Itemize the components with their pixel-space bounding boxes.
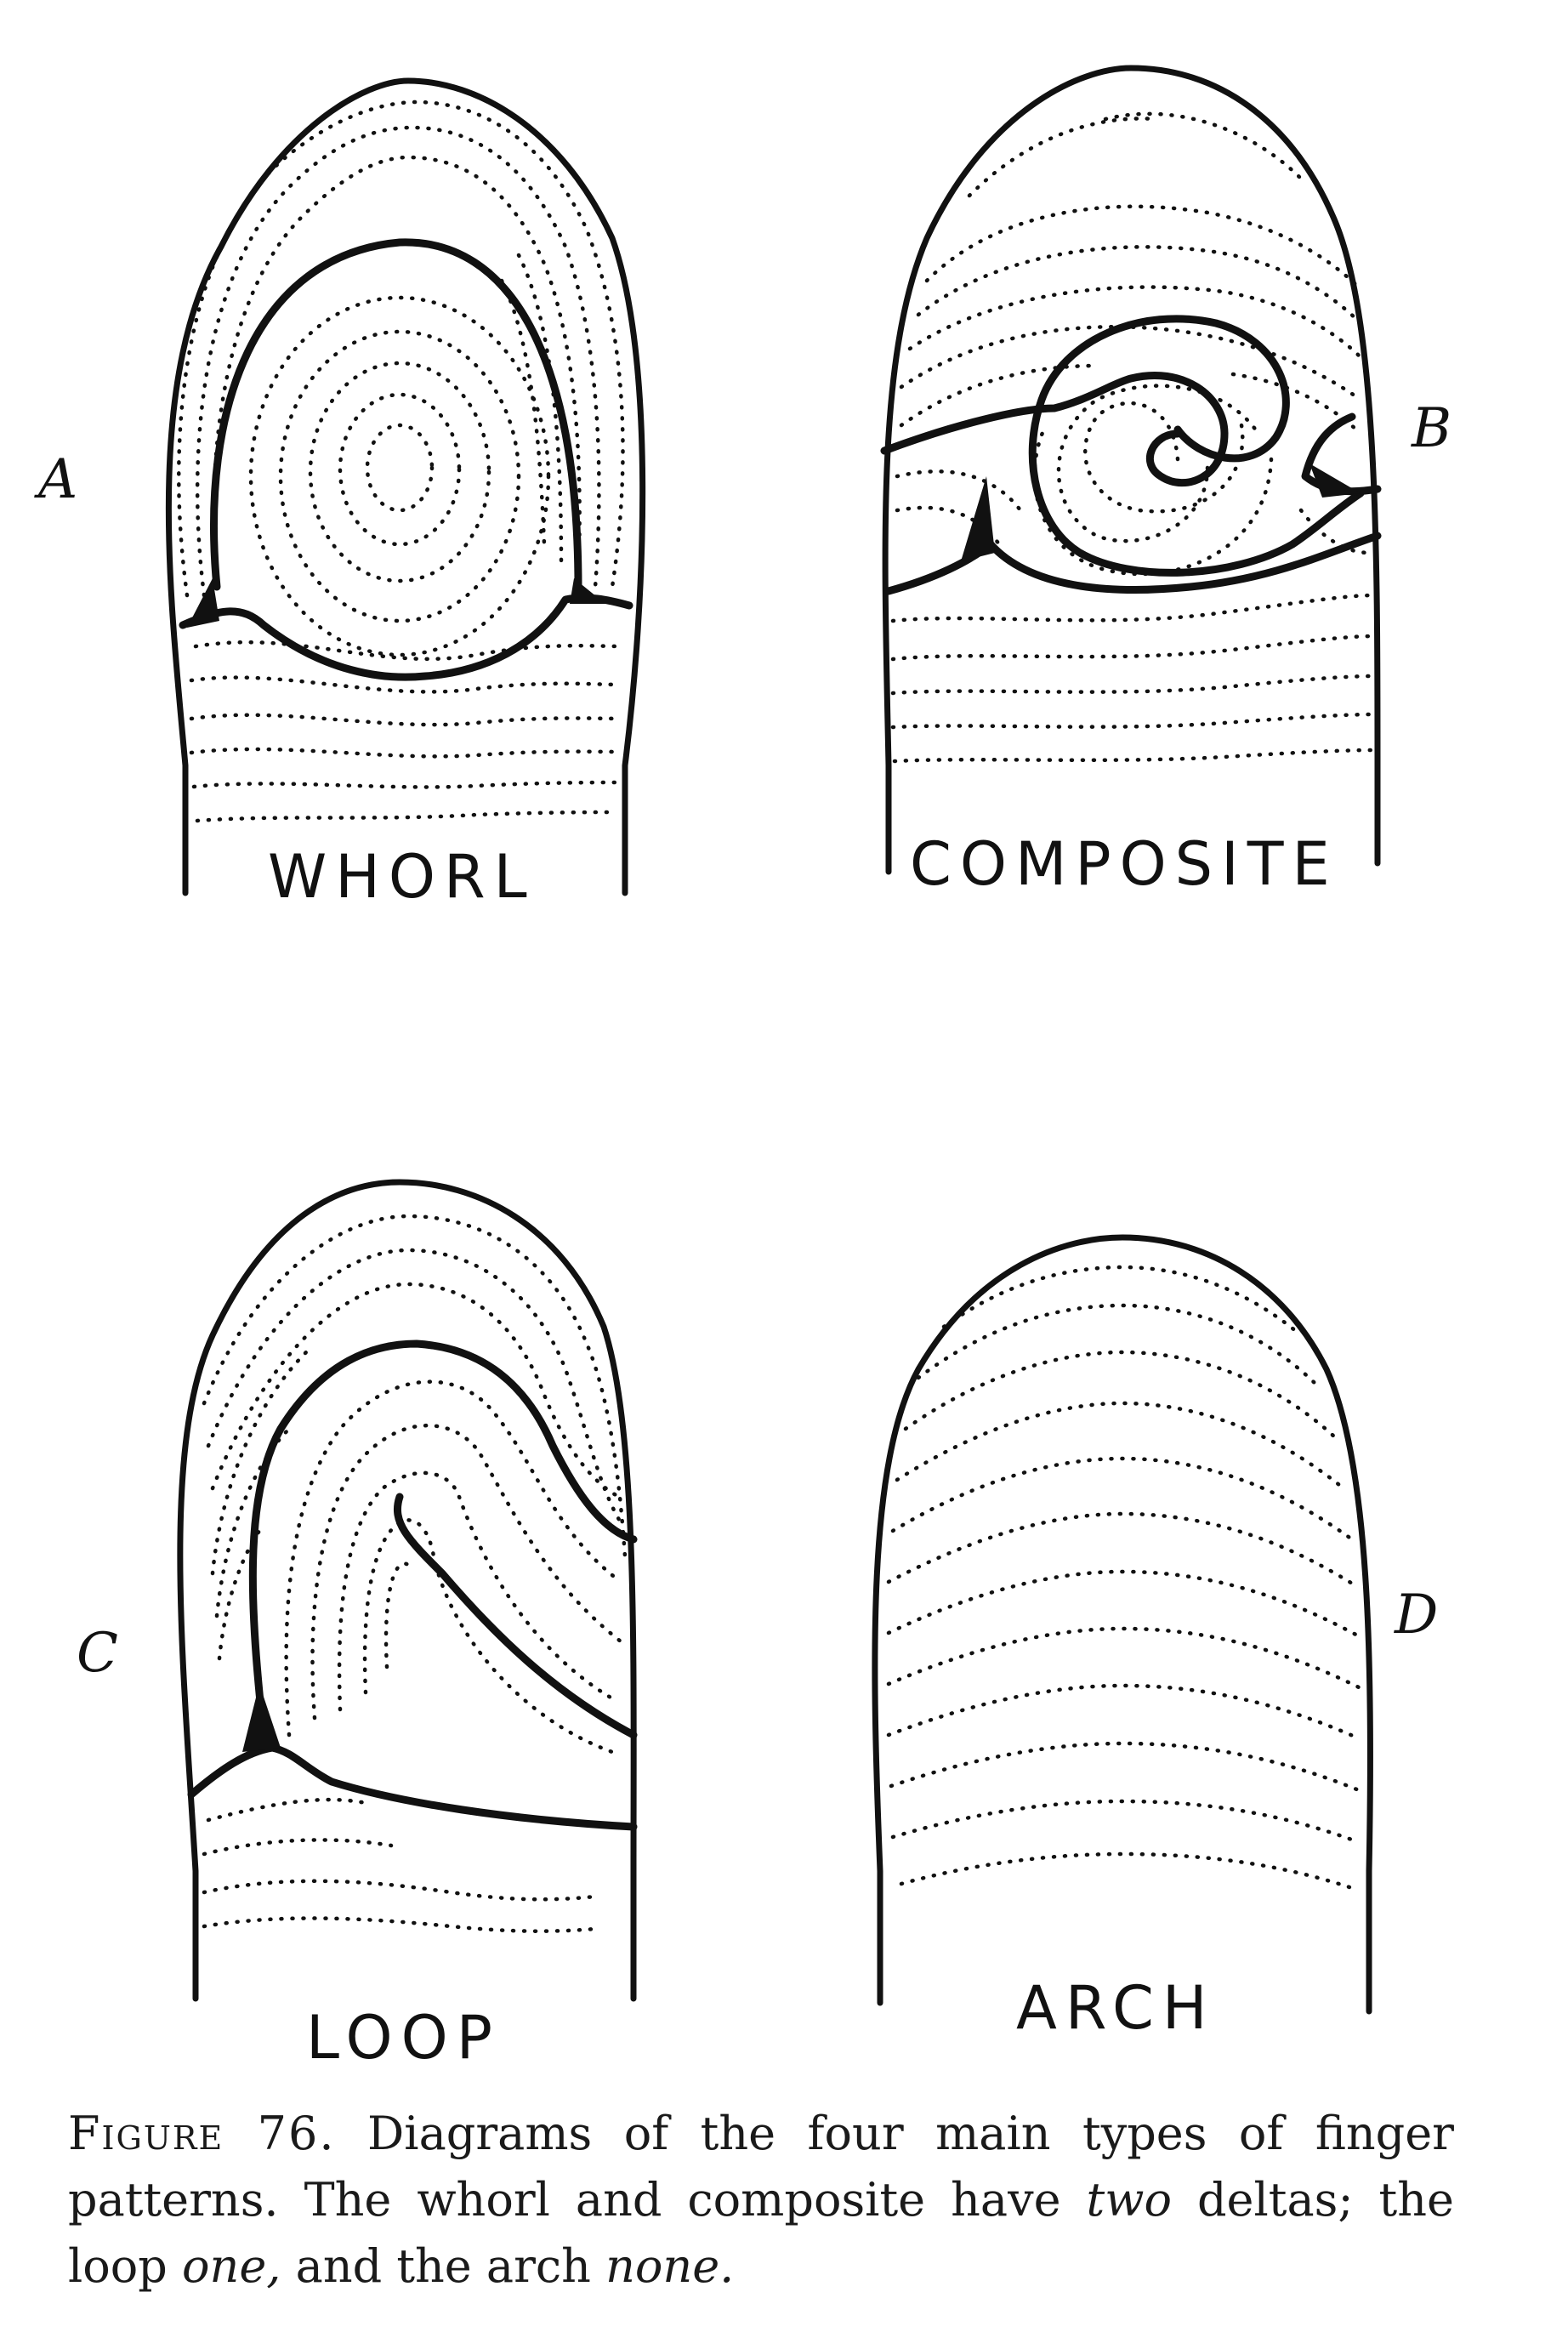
- ridges-loop: [202, 1214, 628, 1933]
- delta-loop: [242, 1684, 281, 1752]
- whorl-bottom-boundary: [179, 594, 633, 681]
- finger-outline-whorl: [165, 77, 646, 896]
- delta-left-composite: [961, 476, 995, 561]
- delta-right-whorl: [570, 578, 605, 604]
- loop-outer-boundary: [248, 1339, 638, 1739]
- panel-letter-d: D: [1394, 1584, 1438, 1647]
- label-whorl: WHORL: [268, 842, 536, 912]
- panel-composite: COMPOSITE B: [880, 65, 1452, 899]
- caption-text-2: deltas; the loop: [68, 2173, 1454, 2293]
- fingerprint-diagram: WHORL A: [34, 65, 1452, 2073]
- caption-emphasis-none: none.: [605, 2239, 735, 2293]
- label-loop: LOOP: [306, 2003, 501, 2073]
- panel-loop: LOOP C: [77, 1179, 638, 2073]
- panel-letter-c: C: [77, 1622, 118, 1685]
- label-composite: COMPOSITE: [910, 829, 1338, 899]
- panel-arch: ARCH D: [872, 1234, 1438, 2043]
- loop-core-recurve: [393, 1493, 638, 1739]
- ridges-arch: [886, 1265, 1363, 1891]
- finger-outline-composite: [882, 65, 1381, 875]
- caption-emphasis-two: two: [1086, 2173, 1172, 2227]
- finger-outline-arch: [872, 1234, 1374, 2015]
- panel-whorl: WHORL A: [34, 77, 646, 912]
- composite-spiral-arm-a: [880, 371, 1229, 487]
- figure-number: Figure 76.: [68, 2107, 336, 2160]
- loop-bottom-boundary: [187, 1743, 638, 1831]
- panel-letter-b: B: [1411, 397, 1452, 460]
- panel-letter-a: A: [34, 448, 77, 511]
- delta-right-composite: [1310, 464, 1361, 498]
- whorl-core-boundary: [210, 238, 582, 591]
- composite-bottom-boundary: [884, 532, 1382, 595]
- ridges-composite: [890, 111, 1376, 764]
- composite-spiral-arm-b: [1028, 315, 1365, 577]
- ridges-whorl: [177, 100, 625, 823]
- finger-outline-loop: [177, 1179, 637, 2002]
- caption-text-3: and the arch: [281, 2239, 606, 2293]
- label-arch: ARCH: [1016, 1973, 1216, 2043]
- delta-left-whorl: [187, 578, 219, 628]
- figure-caption: Figure 76. Diagrams of the four main typ…: [68, 2101, 1454, 2300]
- caption-text-1: Diagrams of the four main types of finge…: [68, 2107, 1454, 2227]
- caption-emphasis-one: one,: [182, 2239, 281, 2293]
